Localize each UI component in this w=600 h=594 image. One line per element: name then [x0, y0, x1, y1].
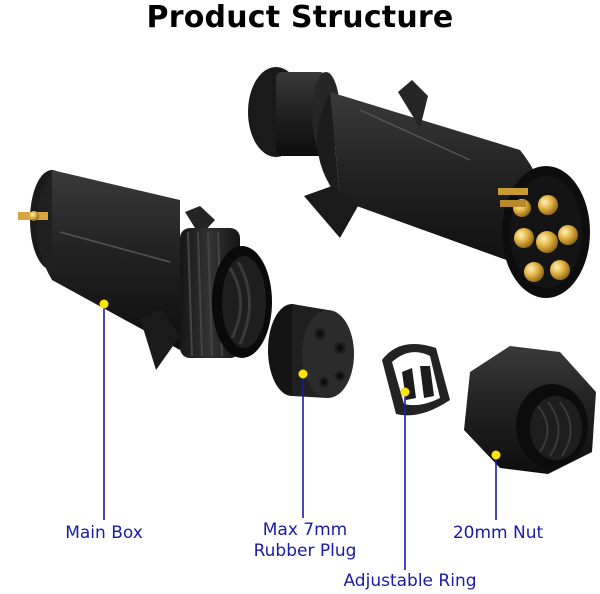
main-box-label: Main Box — [65, 523, 143, 543]
rubber-plug-label-line2: Rubber Plug — [253, 541, 357, 561]
nut — [464, 346, 596, 474]
rubber-plug — [268, 304, 354, 398]
rubber-plug-label-line1: Max 7mm — [262, 520, 348, 540]
adjustable-ring — [382, 344, 450, 416]
adjustable-ring-label: Adjustable Ring — [343, 571, 477, 591]
brass-pins — [498, 188, 578, 282]
main-box — [18, 170, 272, 370]
leader-lines — [103, 304, 497, 570]
rubber-plug-label: Max 7mm Rubber Plug — [240, 520, 370, 562]
assembled-plug — [248, 67, 590, 298]
page-title: Product Structure — [146, 0, 454, 35]
nut-label: 20mm Nut — [452, 523, 544, 543]
marker-dots — [99, 299, 501, 460]
